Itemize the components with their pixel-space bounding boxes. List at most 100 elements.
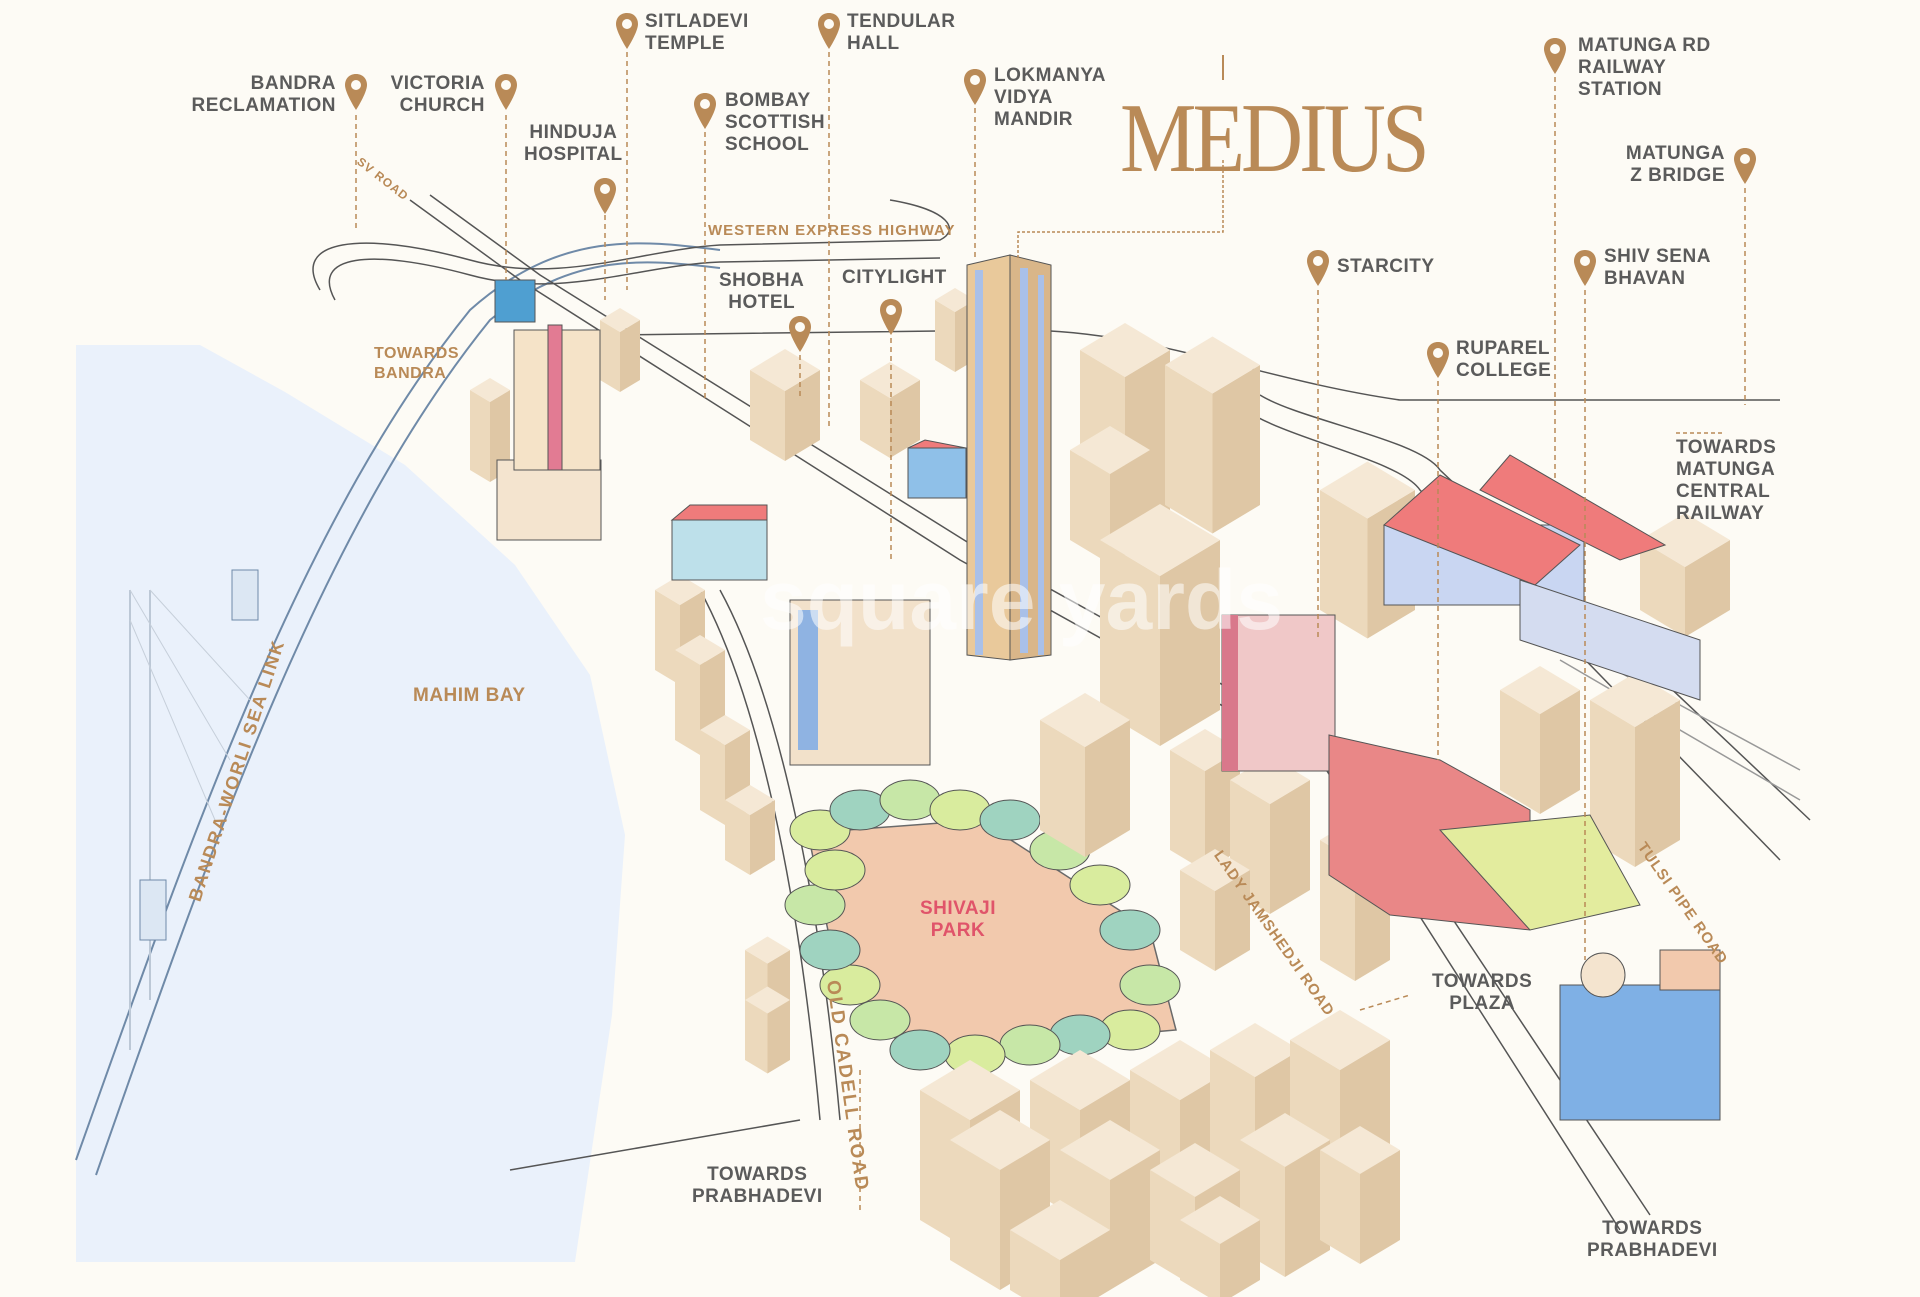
- building-block: [700, 730, 725, 825]
- location-pin-icon[interactable]: [817, 12, 841, 50]
- building-block: [935, 288, 975, 312]
- building-block: [490, 390, 510, 482]
- building-block: [1060, 1230, 1110, 1297]
- building-block: [1285, 1140, 1330, 1277]
- building-block: [700, 715, 750, 745]
- tree-icon: [1099, 909, 1161, 951]
- building-block: [1165, 336, 1260, 394]
- building-block: [860, 362, 920, 398]
- building-block: [1010, 1200, 1110, 1260]
- building-block: [1180, 849, 1250, 891]
- building-block: [675, 650, 700, 755]
- label-mahim-bay: MAHIM BAY: [413, 685, 526, 706]
- building-block: [935, 300, 955, 372]
- tree-icon: [999, 1024, 1061, 1066]
- label-lokmanya-vidya-mandir: LOKMANYA VIDYA MANDIR: [994, 65, 1107, 130]
- medius-tower: [966, 254, 1052, 661]
- building-block: [750, 370, 785, 461]
- location-pin-icon[interactable]: [1543, 37, 1567, 75]
- label-western-express-highway: WESTERN EXPRESS HIGHWAY: [708, 222, 956, 239]
- tree-icon: [784, 884, 846, 926]
- building-block: [745, 986, 790, 1014]
- building-block: [950, 1140, 1000, 1290]
- building-block: [1240, 1113, 1330, 1167]
- building-block: [1212, 365, 1260, 534]
- building-block: [1320, 1150, 1360, 1264]
- label-sitladevi-temple: SITLADEVI TEMPLE: [645, 11, 749, 54]
- building-block: [1010, 1230, 1060, 1297]
- building-block: [470, 378, 510, 402]
- building-block: [920, 1060, 1020, 1120]
- building-block: [1590, 673, 1680, 727]
- building-block: [1160, 540, 1220, 746]
- buildings: [470, 288, 1730, 1297]
- location-pin-icon[interactable]: [344, 73, 368, 111]
- building-block: [1040, 693, 1130, 747]
- building-block: [725, 785, 775, 815]
- tree-icon: [799, 929, 861, 971]
- label-bombay-scottish-school: BOMBAY SCOTTISH SCHOOL: [725, 90, 826, 155]
- location-pin-icon[interactable]: [693, 92, 717, 130]
- starcity-building: [1221, 614, 1336, 772]
- label-towards-prabhadevi-left: TOWARDS PRABHADEVI: [692, 1164, 823, 1207]
- building-block: [1590, 700, 1635, 867]
- location-pin-icon[interactable]: [494, 73, 518, 111]
- building-block: [950, 1110, 1050, 1170]
- label-tendular-hall: TENDULAR HALL: [847, 11, 956, 54]
- building-block: [1180, 1220, 1220, 1297]
- building-block: [675, 635, 725, 665]
- tree-icon: [979, 799, 1041, 841]
- building-block: [890, 380, 920, 458]
- building-block: [745, 936, 790, 964]
- building-block: [600, 320, 620, 392]
- tree-icon: [1069, 864, 1131, 906]
- building-block: [767, 1000, 790, 1074]
- building-block: [1100, 504, 1220, 576]
- building-block: [1220, 1220, 1260, 1297]
- label-starcity: STARCITY: [1337, 256, 1435, 277]
- tree-icon: [849, 999, 911, 1041]
- location-pin-icon[interactable]: [1573, 249, 1597, 287]
- location-pin-icon[interactable]: [963, 68, 987, 106]
- label-ruparel-college: RUPAREL COLLEGE: [1456, 338, 1552, 381]
- location-pin-icon[interactable]: [788, 315, 812, 353]
- label-towards-bandra: TOWARDS BANDRA: [374, 345, 459, 382]
- location-pin-icon[interactable]: [1733, 147, 1757, 185]
- building-block: [1070, 450, 1110, 564]
- building-block: [1110, 1150, 1160, 1290]
- label-victoria-church: VICTORIA CHURCH: [390, 73, 485, 116]
- blue-building: [494, 279, 536, 323]
- blue-house: [671, 519, 768, 581]
- building-block: [1080, 323, 1170, 377]
- building-block: [1640, 513, 1730, 567]
- building-block: [1270, 780, 1310, 914]
- location-pin-icon[interactable]: [615, 12, 639, 50]
- railway-station: [1383, 454, 1701, 701]
- tree-icon: [804, 849, 866, 891]
- building-block: [1500, 666, 1580, 714]
- location-pin-icon[interactable]: [593, 177, 617, 215]
- building-block: [1170, 750, 1205, 871]
- building-block: [725, 800, 750, 875]
- tree-icon: [889, 1029, 951, 1071]
- label-citylight: CITYLIGHT: [842, 267, 947, 288]
- building-block: [655, 575, 705, 605]
- blue-building-2: [907, 447, 967, 499]
- label-shiv-sena-bhavan: SHIV SENA BHAVAN: [1604, 246, 1711, 289]
- building-block: [1030, 1050, 1130, 1110]
- label-towards-plaza: TOWARDS PLAZA: [1432, 971, 1533, 1014]
- location-pin-icon[interactable]: [879, 298, 903, 336]
- location-pin-icon[interactable]: [1426, 341, 1450, 379]
- location-pin-icon[interactable]: [1306, 249, 1330, 287]
- building-block: [750, 349, 820, 391]
- building-block: [1290, 1010, 1390, 1070]
- building-block: [1180, 870, 1215, 971]
- building-block: [1150, 1143, 1240, 1197]
- building-block: [1060, 1120, 1160, 1180]
- building-block: [620, 320, 640, 392]
- label-matunga-rd-station: MATUNGA RD RAILWAY STATION: [1578, 35, 1711, 100]
- building-block: [1320, 490, 1368, 639]
- building-block: [1640, 540, 1685, 637]
